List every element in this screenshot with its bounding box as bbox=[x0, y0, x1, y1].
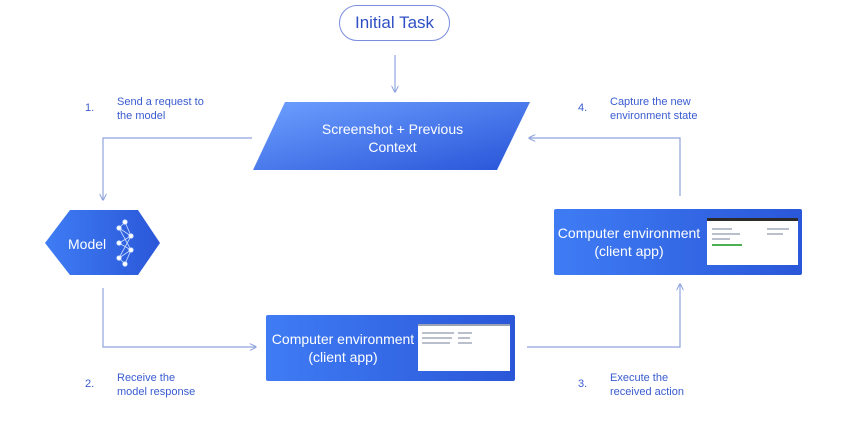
screenshot-label: Screenshot + Previous Context bbox=[321, 121, 464, 155]
model-node bbox=[45, 210, 160, 275]
step-3-text: Execute the received action bbox=[610, 372, 684, 398]
screenshot-node bbox=[253, 102, 530, 170]
env-bottom-label: Computer environment (client app) bbox=[271, 331, 415, 365]
arrow-env-bottom-to-env-right bbox=[527, 284, 680, 348]
env-right-screen-thumbnail bbox=[707, 218, 798, 265]
step-1-number: 1. bbox=[85, 102, 95, 114]
step-1-text: Send a request to the model bbox=[117, 96, 204, 122]
step-4-text: Capture the new environment state bbox=[610, 96, 698, 122]
step-2-text: Receive the model response bbox=[117, 372, 196, 398]
arrow-model-to-env-bottom bbox=[102, 288, 256, 347]
model-label: Model bbox=[68, 236, 107, 252]
neural-network-icon bbox=[116, 219, 134, 267]
initial-task-node: Initial Task bbox=[339, 5, 450, 41]
env-right-label: Computer environment (client app) bbox=[557, 225, 701, 259]
arrow-screenshot-to-model bbox=[103, 137, 252, 200]
step-3-number: 3. bbox=[578, 378, 588, 390]
step-4-number: 4. bbox=[578, 102, 588, 114]
env-bottom-screen-thumbnail bbox=[418, 324, 510, 371]
initial-task-label: Initial Task bbox=[354, 13, 435, 32]
step-2-number: 2. bbox=[85, 378, 95, 390]
arrow-env-right-to-screenshot bbox=[529, 138, 681, 196]
